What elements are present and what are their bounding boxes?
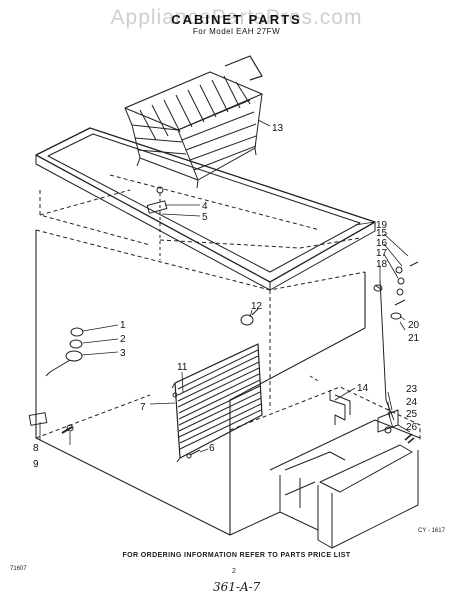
thermostat-bracket <box>146 186 168 260</box>
screw <box>186 449 201 459</box>
hinge-plate <box>28 412 74 434</box>
part-label-18: 18 <box>376 259 388 270</box>
leader-lines <box>39 119 411 453</box>
part-label-7: 7 <box>140 402 146 413</box>
part-label-23: 23 <box>406 384 418 395</box>
part-label-16: 16 <box>376 238 388 249</box>
part-label-13: 13 <box>272 123 284 134</box>
drain-plug-assembly <box>45 327 84 377</box>
part-label-8: 8 <box>33 443 39 454</box>
part-label-24: 24 <box>406 397 418 408</box>
part-label-14: 14 <box>357 383 369 394</box>
part-label-5: 5 <box>202 212 208 223</box>
cabinet-body <box>35 174 366 536</box>
part-label-1: 1 <box>120 320 126 331</box>
part-label-17: 17 <box>376 248 388 259</box>
part-label-9: 9 <box>33 459 39 470</box>
page-number: 2 <box>232 568 236 575</box>
drain-tube <box>309 375 351 425</box>
model-subtitle: For Model EAH 27FW <box>192 27 281 36</box>
condenser-grille <box>171 343 263 463</box>
part-label-2: 2 <box>120 334 126 345</box>
doc-number: 71607 <box>10 566 27 572</box>
part-label-21: 21 <box>408 333 420 344</box>
part-label-25: 25 <box>406 409 418 420</box>
watermark: AppliancePartsPros.com <box>110 6 363 29</box>
lid-hinge-rod <box>373 261 419 421</box>
grommet <box>240 308 259 326</box>
handwritten-note: 361-A-7 <box>213 580 261 594</box>
ordering-footer: FOR ORDERING INFORMATION REFER TO PARTS … <box>122 552 351 559</box>
part-labels: 1 2 3 4 5 6 7 8 9 11 12 13 14 15 16 17 1… <box>33 123 420 470</box>
part-label-15: 15 <box>376 228 388 239</box>
part-label-3: 3 <box>120 348 126 359</box>
part-label-26: 26 <box>406 422 418 433</box>
wire-basket <box>124 55 263 189</box>
part-label-11: 11 <box>177 362 188 373</box>
part-label-20: 20 <box>408 320 420 331</box>
part-label-6: 6 <box>209 443 215 454</box>
base-drawer <box>229 386 421 549</box>
part-label-19-text: 19 <box>376 220 388 231</box>
page-title: CABINET PARTS <box>171 12 302 27</box>
drawing-code: CY - 1617 <box>418 528 445 534</box>
part-label-12: 12 <box>251 301 263 312</box>
part-label-4: 4 <box>202 201 208 212</box>
